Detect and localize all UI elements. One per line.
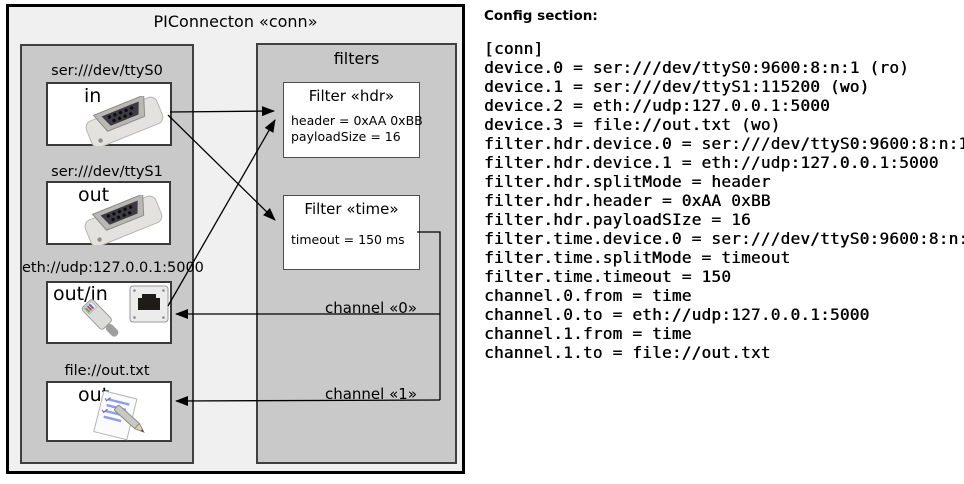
config-line: filter.hdr.device.1 = eth://udp:127.0.0.…: [484, 153, 939, 172]
config-line: channel.1.to = file://out.txt: [484, 343, 771, 362]
device-url-label: ser:///dev/ttyS0: [51, 63, 163, 79]
filter-property: payloadSize = 16: [291, 129, 401, 144]
config-line: channel.0.from = time: [484, 286, 692, 305]
filter-title: Filter «time»: [304, 200, 399, 218]
device-box-udp: out/in: [46, 281, 172, 344]
config-line: filter.time.splitMode = timeout: [484, 248, 791, 267]
filter-box-time: Filter «time» timeout = 150 ms: [283, 195, 420, 270]
device-url-label: ser:///dev/ttyS1: [51, 164, 163, 180]
port-direction-label: out/in: [53, 283, 108, 305]
channel-0-label: channel «0»: [324, 299, 417, 317]
config-line: filter.time.device.0 = ser:///dev/ttyS0:…: [484, 229, 964, 248]
piconnecton-diagram: PIConnecton «conn» ser:///dev/ttyS0 in: [6, 4, 465, 474]
diagram-title: PIConnecton «conn»: [153, 12, 318, 31]
config-body: [conn] device.0 = ser:///dev/ttyS0:9600:…: [484, 39, 964, 362]
ethernet-connector-icon: [81, 285, 169, 337]
config-line: filter.hdr.device.0 = ser:///dev/ttyS0:9…: [484, 134, 964, 153]
config-line: filter.hdr.header = 0xAA 0xBB: [484, 191, 771, 210]
serial-connector-icon: [85, 96, 164, 146]
device-url-label: file://out.txt: [64, 363, 150, 379]
config-line: channel.1.from = time: [484, 324, 692, 343]
filter-property: header = 0xAA 0xBB: [291, 113, 423, 128]
config-line: filter.time.timeout = 150: [484, 267, 732, 286]
config-line: device.0 = ser:///dev/ttyS0:9600:8:n:1 (…: [484, 58, 909, 77]
config-heading: Config section:: [484, 8, 598, 24]
channel-1-label: channel «1»: [324, 385, 417, 403]
port-direction-label: out: [78, 184, 110, 206]
device-box-ttyS1: out: [46, 181, 171, 245]
filters-group: filters Filter «hdr» header = 0xAA 0xBB …: [256, 43, 457, 464]
serial-connector-icon: [84, 195, 163, 245]
config-section: Config section: [conn] device.0 = ser://…: [484, 8, 964, 362]
config-line: device.3 = file://out.txt (wo): [484, 115, 781, 134]
device-url-label: eth://udp:127.0.0.1:5000: [22, 260, 204, 276]
port-direction-label: in: [84, 85, 102, 107]
config-line: device.2 = eth://udp:127.0.0.1:5000: [484, 96, 830, 115]
config-line: device.1 = ser:///dev/ttyS1:115200 (wo): [484, 77, 870, 96]
device-box-ttyS0: in: [46, 82, 172, 146]
device-box-file: out: [46, 381, 172, 442]
filters-group-title: filters: [333, 49, 380, 68]
filter-property: timeout = 150 ms: [291, 232, 405, 247]
filter-title: Filter «hdr»: [308, 87, 395, 105]
config-line: filter.hdr.payloadSIze = 16: [484, 210, 751, 229]
devices-group: ser:///dev/ttyS0 in: [20, 44, 204, 464]
notepad-icon: [93, 391, 145, 441]
filter-box-hdr: Filter «hdr» header = 0xAA 0xBB payloadS…: [283, 82, 423, 158]
config-line: [conn]: [484, 39, 544, 58]
config-line: filter.hdr.splitMode = header: [484, 172, 771, 191]
config-line: channel.0.to = eth://udp:127.0.0.1:5000: [484, 305, 870, 324]
